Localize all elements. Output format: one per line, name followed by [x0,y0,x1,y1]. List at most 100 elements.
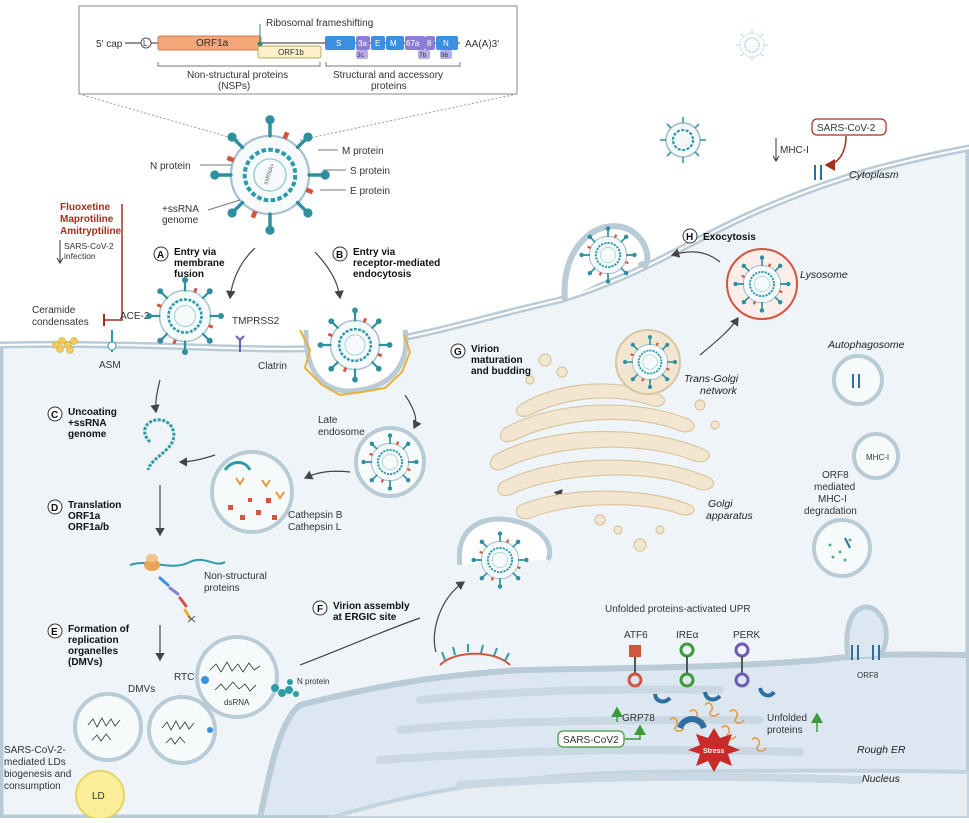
step-f: F Virion assembly at ERGIC site [312,600,410,623]
step-b-line2: receptor-mediated [353,258,440,269]
autophagosome-label: Autophagosome [827,339,905,351]
lipid-droplet: LD [75,770,125,820]
step-d-line2: ORF1a [68,511,101,522]
mhc-label: MHC-I [780,145,809,156]
ace2-label: ACE-2 [120,311,150,322]
lds-line1: SARS-CoV-2- [4,745,66,756]
five-cap-label: 5' cap [96,39,123,50]
trans-golgi-line1: Trans-Golgi [684,373,739,385]
step-a-line2: membrane [174,258,225,269]
upr-title: Unfolded proteins-activated UPR [605,604,751,615]
step-d-letter: D [51,503,58,514]
polya-label: AA(A)3' [465,39,499,50]
ssrna-label-line1: +ssRNA [162,204,199,215]
dmv-large [195,635,279,719]
dsrna-label: dsRNA [224,698,250,707]
step-c-letter: C [51,410,58,421]
m-gene [386,36,404,50]
lds-line3: biogenesis and [4,769,71,780]
uncoated-genome [143,418,176,471]
frameshift-label: Ribosomal frameshifting [266,18,373,29]
trans-golgi-line2: network [700,385,738,397]
mhc-sars-label: SARS-CoV-2 [817,123,876,134]
step-b-line3: endocytosis [353,269,412,280]
step-e-line1: Formation of [68,624,130,635]
orf8-line4: degradation [804,506,857,517]
leader-marker [140,37,152,49]
tmprss2-receptor [235,335,245,352]
arrow-to-endosome [404,394,422,430]
late-endosome [354,426,426,498]
step-h: H Exocytosis [682,228,756,244]
g3a-label: 3a [358,39,367,48]
step-e: E Formation of replication organelles (D… [47,623,130,668]
drug-effect-line2: infection [64,251,96,261]
asm-label: ASM [99,360,121,371]
sap-label-line2: proteins [371,81,407,92]
ceramide-label-line1: Ceramide [32,305,76,316]
lds-line2: mediated LDs [4,757,66,768]
cathepsin-vesicle [210,450,294,534]
step-a-letter: A [157,250,164,261]
e-gene [371,36,385,50]
ceramide-condensates [52,337,78,354]
step-f-letter: F [317,604,323,615]
grp78-complex [677,716,707,730]
autophagosome [832,354,884,406]
grp78-label: GRP78 [622,713,655,724]
ssrna-label-line2: genome [162,215,199,226]
nucleus-label: Nucleus [862,773,901,785]
orf1b-gene [257,45,322,59]
step-b-letter: B [336,250,343,261]
step-d-line1: Translation [68,500,121,511]
step-g-letter: G [454,347,462,358]
s-gene [325,36,355,50]
e-gene-label: E [375,39,380,48]
step-g-line3: and budding [471,366,531,377]
s-protein-label: S protein [350,166,390,177]
arrow-exocytosis [670,248,721,263]
tmprss2-label: TMPRSS2 [232,316,280,327]
atf6-label: ATF6 [624,630,648,641]
rtc-label: RTC [174,672,194,683]
arrow-c [150,379,161,414]
arrow-to-lysosome [699,317,739,356]
drug-block: Fluoxetine Maprotiline Amitryptiline SAR… [56,202,123,326]
step-g-line2: maturation [471,355,523,366]
drug-effect-line1: SARS-CoV-2 [64,241,114,251]
dmv-left [73,692,143,762]
arrow-f [433,581,465,653]
orf8-line2: mediated [814,482,855,493]
n-protein-label: N protein [150,161,191,172]
plasma-membrane-inner [0,147,969,350]
golgi-apparatus [489,353,720,552]
virion-floating [658,115,708,165]
cytoplasm-label: Cytoplasm [849,169,899,181]
g7b-label: 7b [419,52,427,59]
genome-panel: 5' cap L ORF1a ORF1b Ribosomal frameshif… [78,5,518,141]
orf1a-label: ORF1a [196,38,229,49]
mhc-vesicle-label: MHC-I [866,453,889,462]
e-protein-label: E protein [350,186,390,197]
nsp-label-line1: Non-structural proteins [187,70,288,81]
step-g: G Virion maturation and budding [450,343,531,377]
m-gene-label: M [390,39,397,48]
orf8-small-label: ORF8 [857,671,879,680]
unfolded-line1: Unfolded [767,713,807,724]
step-d-line3: ORF1a/b [68,522,109,533]
sap-label-line1: Structural and accessory [333,70,443,81]
orf8-line3: MHC-I [818,494,847,505]
step-f-line2: at ERGIC site [333,612,397,623]
g67a-gene [405,36,425,50]
grp78 [653,687,776,704]
unfolded-protein-blobs [669,702,767,752]
g3a-gene [356,36,370,50]
step-g-line1: Virion [471,344,499,355]
ld-label: LD [92,791,105,802]
mhc-block: SARS-CoV-2 MHC-I [772,118,887,180]
step-c-line1: Uncoating [68,407,117,418]
g67a-label: 67a [406,39,420,48]
arrow-to-cathepsin [303,470,351,480]
n-protein-small-label: N protein [297,677,329,686]
step-e-line4: (DMVs) [68,657,102,668]
